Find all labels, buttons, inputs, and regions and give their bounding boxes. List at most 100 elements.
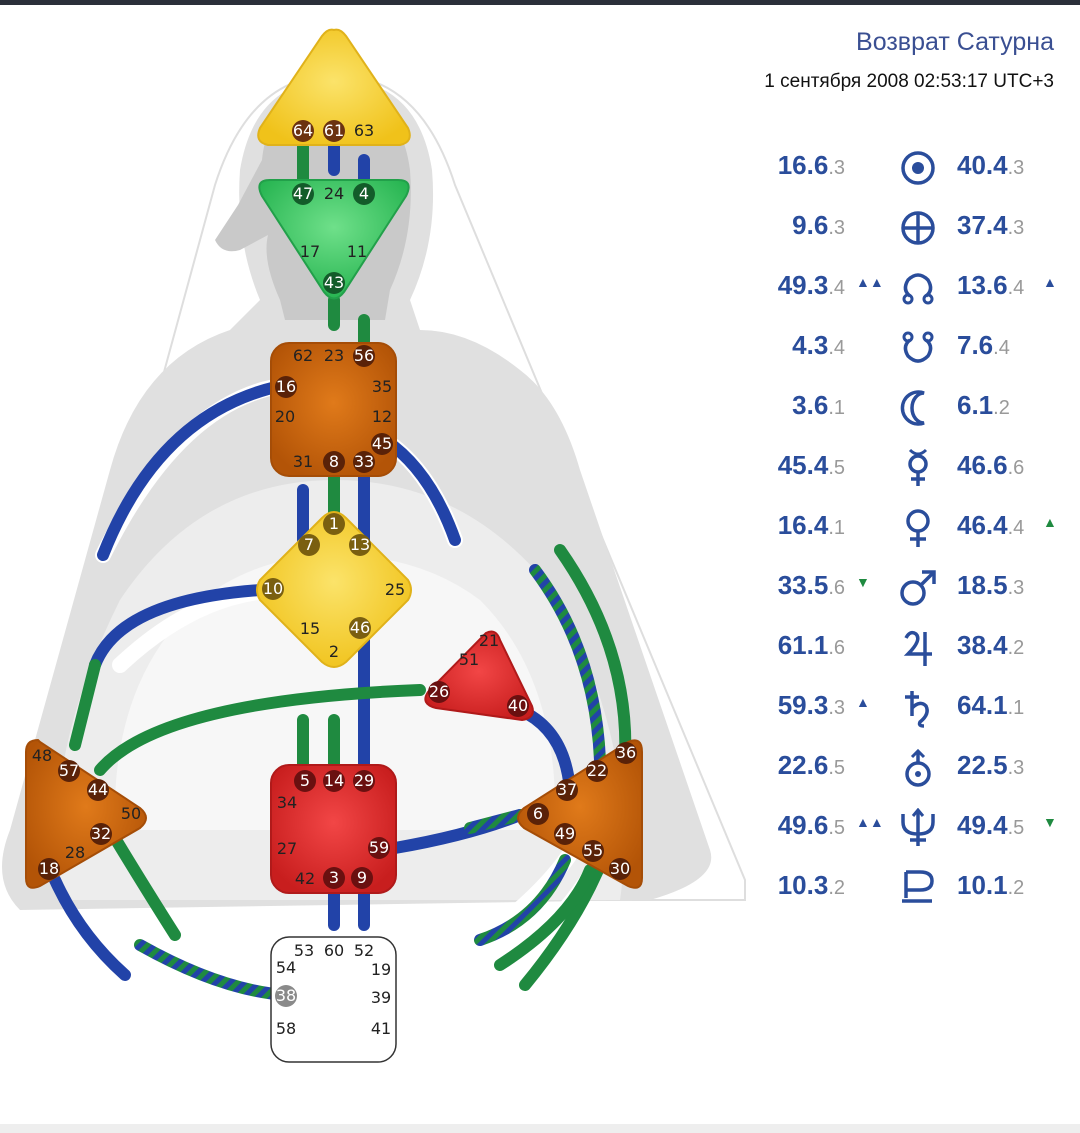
exalted-marker: ▲ <box>856 694 870 710</box>
venus-icon <box>906 509 930 547</box>
gate-61: 61 <box>324 121 344 140</box>
personality-value: 46.6.6 <box>957 450 1025 480</box>
gate-42: 42 <box>295 869 315 888</box>
channel-10-57 <box>89 584 266 671</box>
personality-value: 22.5.3 <box>957 750 1025 780</box>
channel-57-gate <box>69 659 101 751</box>
channel-28-38 <box>134 939 291 1001</box>
g-center <box>256 510 412 668</box>
detriment-marker: ▼ <box>856 574 870 590</box>
planet-row-mars: 33.5.6 ▼ 18.5.3 <box>740 562 1080 622</box>
root-center <box>270 936 397 1063</box>
gate-63: 63 <box>354 121 374 140</box>
gate-37: 37 <box>557 780 577 799</box>
gate-40: 40 <box>508 696 528 715</box>
design-value: 61.1.6 <box>777 630 845 660</box>
spleen-center <box>25 738 147 889</box>
channel-22-12 <box>529 564 606 766</box>
design-value: 49.3.4 <box>777 270 845 300</box>
gate-57: 57 <box>59 761 79 780</box>
planet-row-sun: 16.6.3 40.4.3 <box>740 142 1080 202</box>
planet-row-jupiter: 61.1.6 38.4.2 <box>740 622 1080 682</box>
gate-36: 36 <box>616 743 636 762</box>
gate-46: 46 <box>350 618 370 637</box>
gate-27: 27 <box>277 839 297 858</box>
personality-value: 18.5.3 <box>957 570 1025 600</box>
gate-38: 38 <box>276 986 296 1005</box>
planet-row-north-node: 49.3.4 ▲▲ 13.6.4 ▲ <box>740 262 1080 322</box>
channel-18-58 <box>49 874 131 981</box>
gate-47: 47 <box>293 184 313 203</box>
personality-value: 49.4.5 <box>957 810 1025 840</box>
design-value: 16.6.3 <box>777 150 845 180</box>
gate-30: 30 <box>610 859 630 878</box>
gate-12: 12 <box>372 407 392 426</box>
gate-18: 18 <box>39 859 59 878</box>
gate-34: 34 <box>277 793 297 812</box>
gate-14: 14 <box>324 771 344 790</box>
north-node-icon <box>902 273 934 305</box>
gate-32: 32 <box>91 824 111 843</box>
design-value: 45.4.5 <box>777 450 845 480</box>
planet-row-south-node: 4.3.4 7.6.4 <box>740 322 1080 382</box>
personality-value: 40.4.3 <box>957 150 1025 180</box>
personality-value: 10.1.2 <box>957 870 1025 900</box>
personality-value: 38.4.2 <box>957 630 1025 660</box>
gate-17: 17 <box>300 242 320 261</box>
planet-row-uranus: 22.6.5 22.5.3 <box>740 742 1080 802</box>
gate-64: 64 <box>293 121 313 140</box>
design-value: 4.3.4 <box>792 330 845 360</box>
top-bar <box>0 0 1080 5</box>
exalted-marker: ▲ <box>1043 514 1057 530</box>
gate-16: 16 <box>276 377 296 396</box>
gate-3: 3 <box>329 868 339 887</box>
gate-25: 25 <box>385 580 405 599</box>
gate-26: 26 <box>429 682 449 701</box>
pluto-icon <box>902 870 934 903</box>
gate-markers: 64 61 63 47 24 4 17 11 43 62 23 56 16 35… <box>32 120 637 1038</box>
gate-33: 33 <box>354 452 374 471</box>
channel-59-6b <box>464 809 526 834</box>
gate-9: 9 <box>357 868 367 887</box>
saturn-icon <box>905 691 929 728</box>
design-value: 3.6.1 <box>792 390 845 420</box>
design-value: 9.6.3 <box>792 210 845 240</box>
personality-value: 6.1.2 <box>957 390 1010 420</box>
gate-15: 15 <box>300 619 320 638</box>
earth-icon <box>901 211 935 245</box>
uranus-icon <box>905 748 931 787</box>
design-value: 59.3.3 <box>777 690 845 720</box>
gate-23: 23 <box>324 346 344 365</box>
planet-row-mercury: 45.4.5 46.6.6 <box>740 442 1080 502</box>
design-value: 49.6.5 <box>777 810 845 840</box>
gate-24: 24 <box>324 184 344 203</box>
gate-60: 60 <box>324 941 344 960</box>
gate-41: 41 <box>371 1019 391 1038</box>
gate-31: 31 <box>293 452 313 471</box>
gate-35: 35 <box>372 377 392 396</box>
design-value: 22.6.5 <box>777 750 845 780</box>
gate-21: 21 <box>479 631 499 650</box>
personality-value: 46.4.4 <box>957 510 1025 540</box>
design-value: 16.4.1 <box>777 510 845 540</box>
planet-row-moon: 3.6.1 6.1.2 <box>740 382 1080 442</box>
heart-center <box>424 630 534 722</box>
channel-49-19 <box>474 854 571 946</box>
gate-62: 62 <box>293 346 313 365</box>
planet-row-saturn: 59.3.3 ▲ 64.1.1 <box>740 682 1080 742</box>
exalted-marker: ▲▲ <box>856 274 884 290</box>
gate-1: 1 <box>329 514 339 533</box>
sacral-center <box>270 764 397 894</box>
throat-center <box>270 342 397 477</box>
ajna-center <box>258 179 410 300</box>
gate-55: 55 <box>583 841 603 860</box>
gate-6: 6 <box>533 804 543 823</box>
head-center <box>257 28 411 146</box>
channel-16-48 <box>97 379 291 561</box>
neptune-icon <box>901 808 935 846</box>
gate-13: 13 <box>350 535 370 554</box>
chart-datetime: 1 сентября 2008 02:53:17 UTC+3 <box>764 71 1054 92</box>
design-value: 10.3.2 <box>777 870 845 900</box>
gate-20: 20 <box>275 407 295 426</box>
gate-11: 11 <box>347 242 367 261</box>
